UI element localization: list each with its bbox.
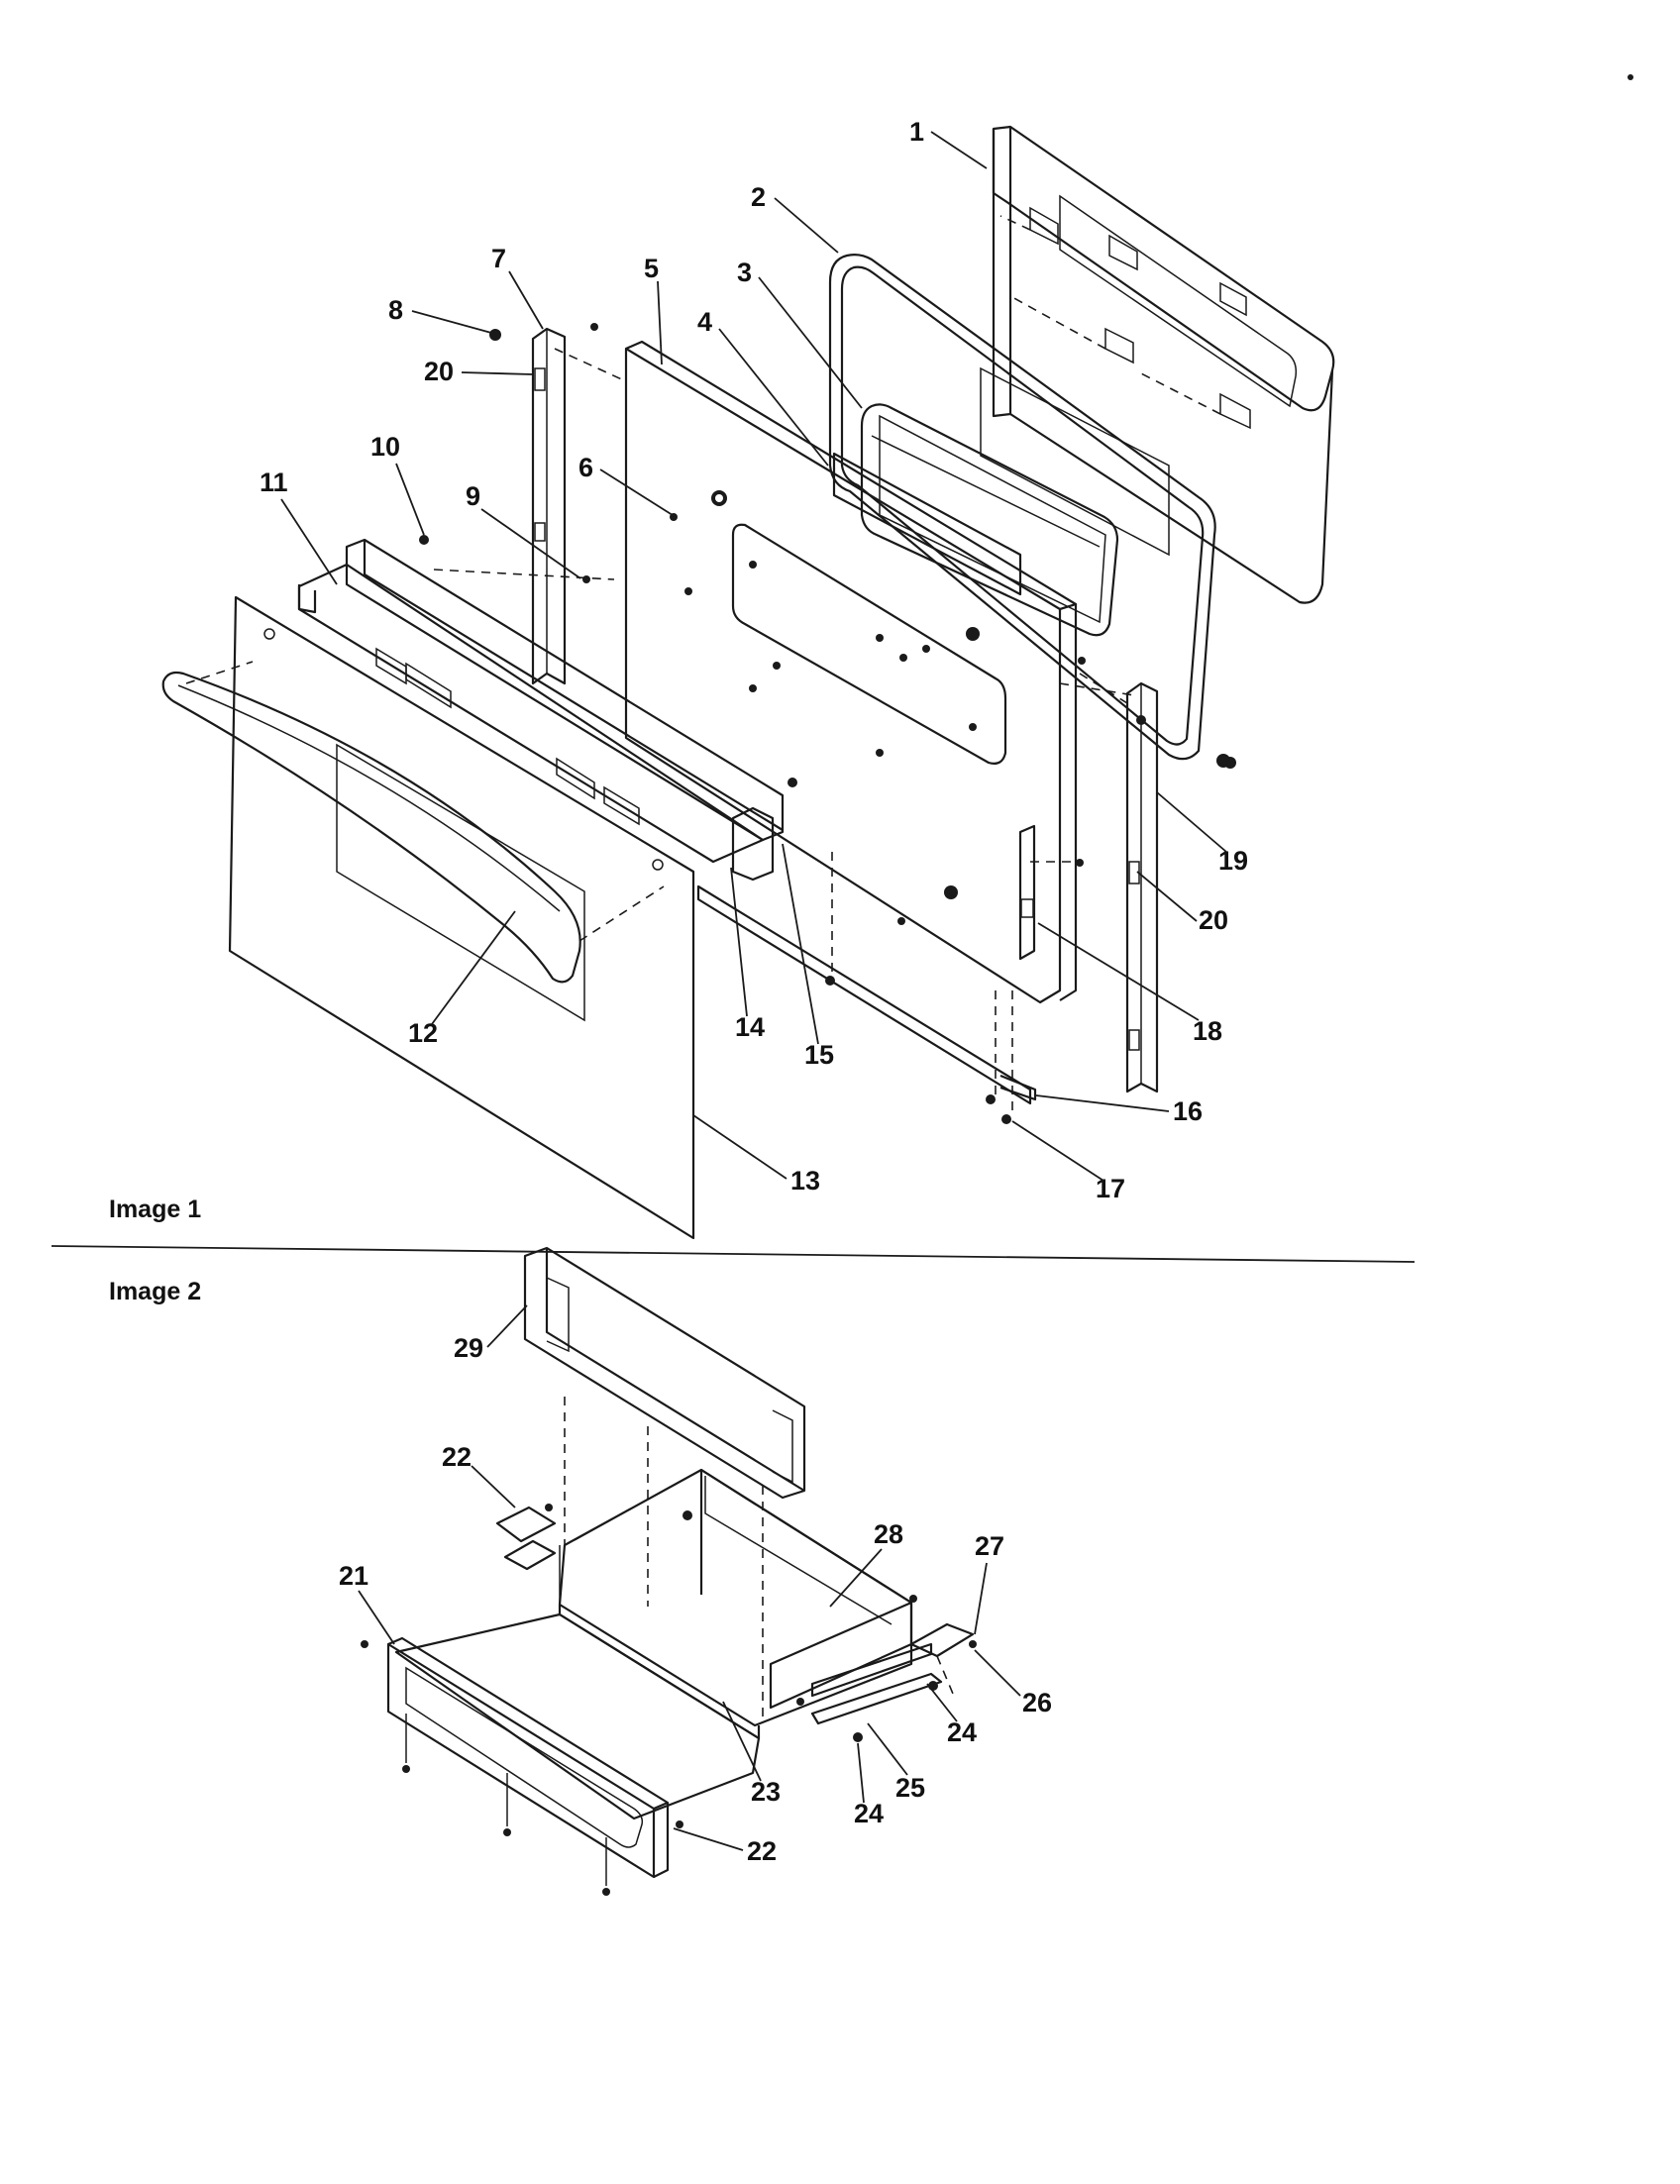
section-divider (51, 1245, 1416, 1263)
callout-21: 21 (339, 1561, 368, 1591)
part-23-drawer-body (394, 1397, 913, 1820)
callout-20-right: 20 (1199, 905, 1228, 935)
callout-2: 2 (751, 182, 766, 212)
callout-1: 1 (909, 117, 924, 147)
callout-10: 10 (370, 432, 400, 462)
callout-16: 16 (1173, 1096, 1203, 1126)
stray-mark (1628, 74, 1633, 80)
callout-24-right: 24 (947, 1717, 977, 1747)
part-2-gasket (828, 254, 1236, 769)
callout-5: 5 (644, 254, 659, 283)
door-assembly-group: 1 2 3 4 5 6 7 8 9 10 11 12 13 1 (109, 117, 1335, 1240)
callout-20-left: 20 (424, 357, 454, 386)
callout-29: 29 (454, 1333, 483, 1363)
assembly-guides-image1 (185, 348, 1135, 1114)
drawer-assembly-group: Image 2 (109, 1246, 1052, 1896)
part-5-inner-panel (624, 340, 1078, 1004)
callout-11: 11 (260, 468, 288, 497)
callout-9: 9 (466, 481, 480, 511)
part-16-bottom-rail (696, 884, 1037, 1105)
callout-18: 18 (1193, 1016, 1222, 1046)
callout-6: 6 (578, 453, 593, 482)
callouts-image2: 21 22 22 23 24 24 25 26 27 28 29 (339, 1304, 1052, 1866)
part-11-top-trim (297, 538, 785, 882)
callout-19: 19 (1218, 846, 1248, 876)
callout-14: 14 (735, 1012, 765, 1042)
callout-13: 13 (790, 1166, 820, 1196)
part-7-left-rail (531, 327, 567, 685)
callouts-image1: 1 2 3 4 5 6 7 8 9 10 11 12 13 1 (260, 117, 1248, 1203)
callout-3: 3 (737, 258, 752, 287)
callout-23: 23 (751, 1777, 781, 1807)
part-26-bracket (909, 1622, 975, 1695)
part-18-hinge-bracket (1018, 824, 1036, 961)
part-3-window-glass (860, 366, 1170, 637)
part-4-inner-glass (832, 452, 1022, 596)
part-19-right-rail (1125, 681, 1159, 1093)
callout-15: 15 (804, 1040, 834, 1070)
callout-22-lower: 22 (747, 1836, 777, 1866)
part-1-back-panel (992, 125, 1335, 604)
part-29-drawer-back (523, 1246, 806, 1500)
callout-24-lower: 24 (854, 1799, 884, 1828)
callout-28: 28 (874, 1519, 903, 1549)
callout-8: 8 (388, 295, 403, 325)
callout-27: 27 (975, 1531, 1004, 1561)
section-label-image1: Image 1 (109, 1196, 201, 1223)
part-13-outer-door (228, 595, 695, 1240)
callout-26: 26 (1022, 1688, 1052, 1717)
part-12-handle (161, 671, 581, 984)
section-label-image2: Image 2 (109, 1278, 201, 1305)
callout-25: 25 (895, 1773, 925, 1803)
part-21-drawer-front (361, 1636, 683, 1896)
part-25-glide (769, 1595, 977, 1742)
callout-22-upper: 22 (442, 1442, 472, 1472)
screws-image1 (419, 323, 1230, 1124)
callout-7: 7 (491, 244, 506, 273)
part-22-bracket (495, 1504, 557, 1571)
callout-4: 4 (697, 307, 712, 337)
